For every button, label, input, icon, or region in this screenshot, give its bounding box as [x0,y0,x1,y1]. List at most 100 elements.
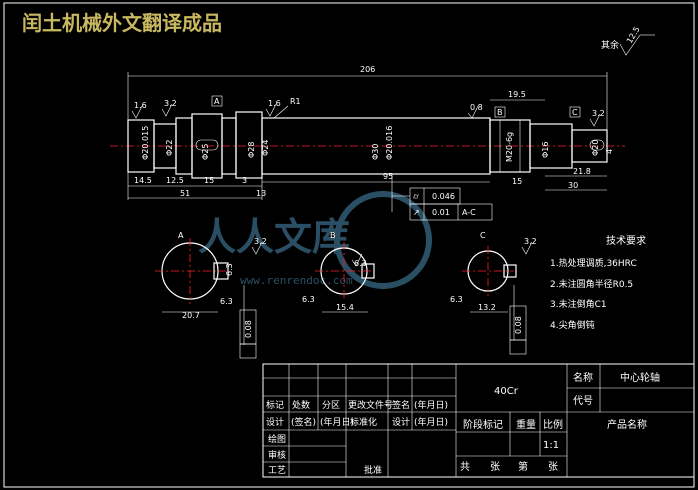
svg-text:0.08: 0.08 [514,316,523,334]
svg-text:6.3: 6.3 [220,297,233,306]
len-95: 95 [383,172,393,181]
section-b: B 15.4 6.3 6.3 [302,231,375,313]
tb-scale-label: 比例 [543,418,563,431]
watermark-sub-text: www.renrendoc.com [240,274,353,287]
tb-scale-value: 1:1 [543,440,559,451]
svg-text:4.尖角倒钝: 4.尖角倒钝 [550,319,595,331]
svg-text:0.01: 0.01 [432,208,450,217]
tb-code-label: 代号 [573,395,593,407]
svg-text:6.3: 6.3 [354,259,367,268]
svg-text:绘图: 绘图 [268,433,286,445]
svg-text:B: B [497,108,503,117]
datum-box-a [211,95,223,107]
svg-text:张: 张 [548,461,558,473]
svg-text:C: C [572,108,578,117]
main-shaft-view: 206 1.6 3.2 1.6 0.8 3.2 R1 [110,65,625,221]
svg-text:↗: ↗ [413,208,420,217]
svg-text:Φ25: Φ25 [201,144,210,160]
section-a: A 20.7 6.3 6.3 3.2 0.08 [155,231,267,359]
shaft-seg-tip [571,129,608,163]
svg-text:Φ28: Φ28 [247,142,256,158]
svg-text:A-C: A-C [462,208,476,217]
svg-text:(签名): (签名) [291,416,316,428]
svg-text:6.3: 6.3 [450,295,463,304]
svg-text:13.2: 13.2 [478,303,496,312]
svg-text:6.3: 6.3 [302,295,315,304]
svg-text:第: 第 [518,460,528,473]
svg-text:Φ30: Φ30 [371,144,380,160]
center-watermark: 人人文库 www.renrendoc.com [198,191,432,289]
svg-text:C: C [480,231,486,240]
tb-design-row: 设计 (签名) (年月日) 标准化 设计 (年月日) [266,416,448,428]
len-51: 51 [180,189,190,198]
len-21-8: 21.8 [573,167,591,176]
svg-text:A: A [214,97,220,106]
len-12-5: 12.5 [166,176,184,185]
svg-text:Φ22: Φ22 [165,140,174,156]
keyway-1 [195,139,219,151]
title-block: 40Cr 名称 中心轮轴 代号 产品名称 阶段标记 重量 比例 1:1 共 张 … [262,363,695,478]
svg-text:标准化: 标准化 [350,416,377,428]
svg-text:Φ24: Φ24 [261,140,270,156]
roughness-rest-symbol: 12.5 [619,25,655,56]
svg-text:技术要求: 技术要求 [606,234,646,247]
svg-text:6.3: 6.3 [225,263,234,276]
tb-material: 40Cr [494,386,519,397]
svg-text:0.046: 0.046 [432,192,455,201]
tolerance-frames: ⌭ 0.046 ↗ 0.01 A-C [391,174,493,221]
svg-text:批准: 批准 [364,464,382,476]
len-14-5: 14.5 [134,176,152,185]
tb-name-value: 中心轮轴 [620,371,660,384]
drawing-border [3,2,695,488]
svg-text:设计: 设计 [266,416,284,428]
len-4: 4 [605,149,614,154]
svg-text:B: B [330,231,336,240]
header-watermark: 闰土机械外文翻译成品 [22,11,222,35]
svg-text:更改文件号: 更改文件号 [348,399,393,411]
datum-box-c [569,106,581,118]
svg-text:12.5: 12.5 [625,25,642,45]
svg-text:Φ16: Φ16 [541,142,550,158]
svg-text:3.2: 3.2 [524,237,537,246]
svg-text:签名: 签名 [392,399,410,411]
svg-text:处数: 处数 [292,399,310,411]
tb-stage-mark: 阶段标记 [463,418,503,431]
keyway-2 [589,139,605,151]
tb-revision-headers: 标记 处数 分区 更改文件号 签名 (年月日) [266,399,448,411]
svg-text:1.6: 1.6 [134,101,147,110]
tech-requirements: 技术要求 1.热处理调质,36HRC 2.未注圆角半径R0.5 3.未注倒角C1… [550,234,646,331]
diameter-labels: Φ20.015 Φ22 Φ25 Φ28 Φ24 Φ30 Φ20.016 M20-… [141,126,600,162]
svg-text:A: A [178,231,184,240]
svg-text:15.4: 15.4 [336,303,354,312]
fillet-radius: R1 [290,97,301,106]
tb-name-label: 名称 [573,371,593,384]
svg-text:共: 共 [460,461,470,473]
len-30: 30 [568,181,578,190]
tb-product-name: 产品名称 [607,418,647,431]
svg-text:工艺: 工艺 [268,465,286,476]
section-c: C 13.2 6.3 3.2 0.08 [450,231,537,355]
len-13: 13 [256,189,266,198]
svg-text:1.热处理调质,36HRC: 1.热处理调质,36HRC [550,257,637,269]
svg-text:3.2: 3.2 [254,237,267,246]
svg-text:M20-6g: M20-6g [505,132,514,162]
svg-text:Φ20.016: Φ20.016 [385,126,394,160]
len-3: 3 [242,176,247,185]
watermark-main-text: 人人文库 [198,215,350,259]
svg-text:(年月日): (年月日) [414,416,448,428]
len-19-5: 19.5 [508,90,526,99]
svg-text:3.未注倒角C1: 3.未注倒角C1 [550,298,607,310]
svg-text:20.7: 20.7 [182,311,200,320]
svg-text:设计: 设计 [392,416,410,428]
svg-text:(年月日): (年月日) [414,399,448,411]
tb-weight: 重量 [516,418,536,431]
len-15: 15 [204,176,214,185]
svg-text:2.未注圆角半径R0.5: 2.未注圆角半径R0.5 [550,278,633,290]
svg-text:⌭: ⌭ [413,192,419,201]
overall-length: 206 [360,65,375,74]
svg-text:0.8: 0.8 [470,103,483,112]
svg-text:张: 张 [490,461,500,473]
len-15b: 15 [512,177,522,186]
svg-text:审核: 审核 [268,449,286,461]
